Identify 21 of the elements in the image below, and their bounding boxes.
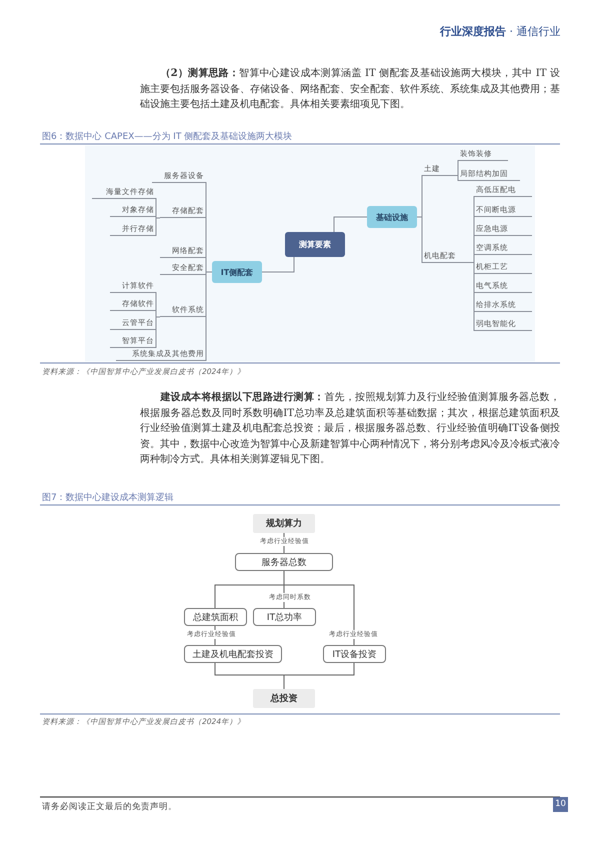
header-title: 行业深度报告 · 通信行业 <box>440 24 562 39</box>
paragraph: 建设成本将根据以下思路进行测算：首先，按照规划算力及行业经验值测算服务器总数，根据服务器总数及同时系数明确IT总功率及总建筑面积等基础数据；其次，根据总建筑面积及行业经验值测算土建及机电配套总投资；最后，根据服务器总数、行业经验值明确IT设备侧投资。其中，数据中心改造为智算中心及新建智算中心两种情况下，将分别考虑风冷及冷板式液冷两种制冷方式。具体相关测算逻辑见下图。 <box>140 390 560 467</box>
main-topic-box: IT侧配套 <box>212 261 262 283</box>
connector-line <box>334 216 368 232</box>
terminal-box: 规划算力 <box>253 514 315 533</box>
process-box: 总建筑面积 <box>184 608 247 626</box>
process-box: IT设备投资 <box>323 645 386 663</box>
terminal-box: 总投资 <box>253 689 315 708</box>
process-box: IT总功率 <box>253 608 316 626</box>
process-box: 土建及机电配套投资 <box>184 645 282 663</box>
footer-note: 请务必阅读正文最后的免责声明。 <box>42 801 178 813</box>
center-topic-box: 测算要素 <box>285 232 345 257</box>
connector-line <box>284 662 354 690</box>
paragraph: （2）测算思路：智算中心建设成本测算涵盖 IT 侧配套及基础设施两大模块，其中 IT 设施主要包括服务器设备、存储设备、网络配套、安全配套、软件系统、系统集成及其他费用；基础设施主要包括土建及机电配套。具体相关要素细项见下图。 <box>140 66 560 112</box>
connector-line <box>284 570 354 646</box>
process-box: 服务器总数 <box>235 553 333 571</box>
figure-caption: 图7：数据中心建设成本测算逻辑 <box>42 492 175 504</box>
main-topic-box: 基础设施 <box>367 206 417 228</box>
page-number: 10 <box>553 797 568 812</box>
figure-caption: 图6：数据中心 CAPEX——分为 IT 侧配套及基础设施两大模块 <box>42 130 294 143</box>
connector-line <box>262 256 294 272</box>
